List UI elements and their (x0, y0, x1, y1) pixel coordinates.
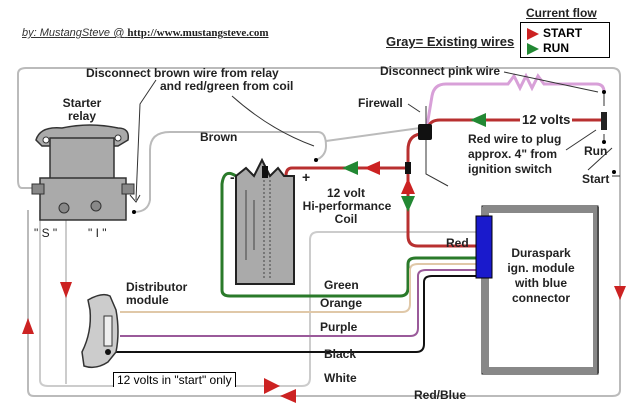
annotation-disconnect-pink: Disconnect pink wire (380, 64, 501, 78)
run-start-switch (587, 92, 620, 177)
leader-pink (503, 71, 599, 93)
coil-label-1: 12 volt (326, 186, 365, 200)
annotation-disconnect-brown-2: and red/green from coil (160, 79, 294, 93)
arrow-run-down (401, 196, 415, 212)
distributor-label-1: Distributor (126, 280, 188, 294)
credit-url-link[interactable]: http://www.mustangsteve.com (127, 27, 269, 39)
wire-label-white: White (324, 371, 357, 385)
black-wire (110, 275, 480, 353)
terminal-s-label: " S " (34, 226, 58, 240)
credit-line: by: MustangSteve @ http://www.mustangste… (22, 26, 269, 40)
leader-firewall (407, 103, 421, 113)
starter-relay-icon (31, 124, 135, 221)
arrow-start-redblue (280, 389, 296, 403)
coil-label-2: Hi-performance (302, 199, 392, 213)
duraspark-label-2: ign. module (507, 261, 575, 275)
existing-wire-outer-loop (17, 67, 520, 189)
arrow-start-coil (364, 161, 380, 175)
annotation-red-wire-3: ignition switch (468, 162, 552, 176)
pink-wire (424, 72, 606, 133)
existing-wire-white (39, 210, 480, 387)
leader-brown-coil (231, 95, 315, 147)
wire-label-purple: Purple (320, 320, 358, 334)
starter-relay-label-2: relay (67, 109, 97, 123)
coil-label-3: Coil (334, 212, 358, 226)
legend-item-run: RUN (527, 41, 569, 55)
duraspark-label-4: connector (511, 291, 570, 305)
legend-item-start: START (527, 26, 582, 40)
duraspark-label-3: with blue (515, 276, 567, 290)
existing-wire-right-loop (27, 67, 621, 397)
wire-label-red-blue: Red/Blue (414, 388, 467, 402)
legend-box: START RUN (520, 22, 610, 58)
arrow-start-white (264, 378, 280, 394)
annotation-disconnect-brown-1: Disconnect brown wire from relay (86, 66, 279, 80)
gray-existing-note: Gray= Existing wires (386, 34, 515, 49)
existing-wire-brown (133, 131, 328, 213)
wire-label-green: Green (324, 278, 359, 292)
junction-connector (405, 162, 411, 174)
annotation-run: Run (584, 144, 608, 158)
annotation-red-wire-1: Red wire to plug (468, 132, 562, 146)
annotation-firewall: Firewall (358, 96, 403, 110)
duraspark-module-box (483, 207, 599, 373)
credit-author: by: MustangSteve @ (22, 27, 125, 39)
arrow-start-right-down (614, 286, 626, 300)
arrows (22, 113, 626, 403)
annotation-start: Start (582, 172, 610, 186)
coil-minus-label: - (230, 169, 235, 185)
red-wire-to-coil (284, 166, 408, 177)
leader-brown-relay (135, 79, 157, 201)
green-arrow-icon (527, 42, 539, 55)
legend-title: Current flow (526, 6, 597, 20)
plug-connector (601, 112, 607, 130)
arrow-start-outer-up (22, 318, 34, 334)
starter-relay-label-1: Starter (62, 96, 102, 110)
annotation-12-volts: 12 volts (520, 112, 573, 127)
arrow-run-coil (342, 161, 358, 175)
distributor-module-icon (81, 293, 119, 369)
wire-label-red: Red (446, 236, 469, 250)
leader-red-plug (565, 129, 597, 151)
arrow-start-left-down (60, 282, 72, 298)
existing-wire-firewall-gray (325, 127, 421, 142)
wire-label-brown: Brown (200, 130, 238, 144)
wire-label-black: Black (324, 347, 357, 361)
firewall-grommet (418, 124, 432, 140)
red-wire-main (423, 118, 604, 132)
arrow-start-up (401, 178, 415, 194)
red-wire-down (406, 132, 480, 248)
blue-connector-icon (475, 215, 493, 279)
red-arrow-icon (527, 27, 539, 40)
coil-plus-label: + (302, 169, 311, 185)
distributor-label-2: module (126, 293, 169, 307)
coil-icon (235, 157, 295, 285)
orange-wire (120, 263, 480, 313)
start-only-note: 12 volts in "start" only (113, 372, 236, 387)
annotation-red-wire-2: approx. 4" from (468, 147, 558, 161)
green-wire (220, 171, 480, 298)
wire-label-orange: Orange (320, 296, 363, 310)
purple-wire (120, 269, 480, 337)
arrow-run-12v (470, 113, 486, 127)
terminal-i-label: " I " (88, 226, 107, 240)
duraspark-label-1: Duraspark (511, 246, 571, 260)
